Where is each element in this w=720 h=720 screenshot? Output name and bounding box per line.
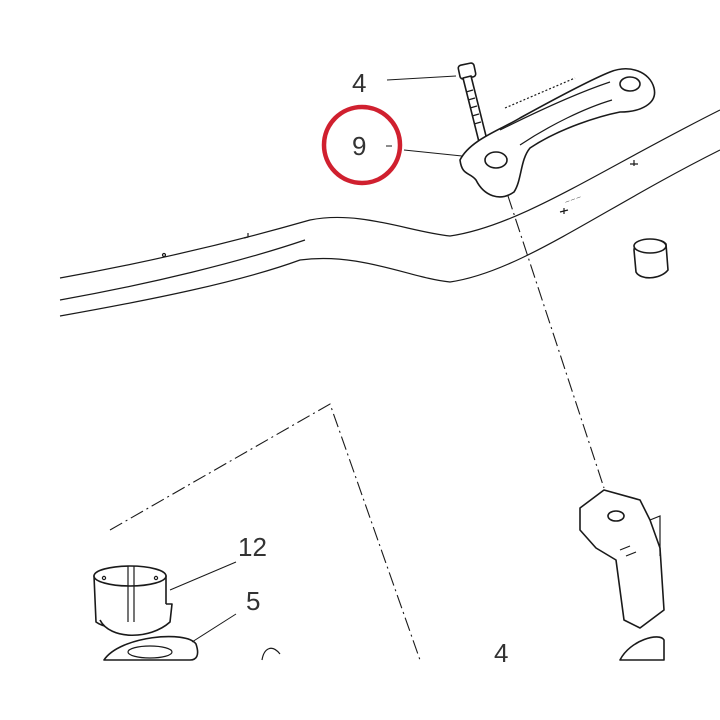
callout-clamp: 9 (352, 131, 366, 161)
leader-lines (169, 75, 463, 643)
washer-icon (103, 635, 199, 661)
callout-bolt-top: 4 (352, 68, 366, 98)
highlight-circle (321, 104, 403, 186)
partial-base-right (619, 636, 665, 661)
callout-cap-nut: 12 (238, 532, 267, 562)
partial-part (261, 647, 281, 661)
cap-right (633, 238, 669, 279)
handlebar-clamp-icon (459, 68, 656, 198)
riser-right (579, 489, 665, 629)
assembly-lines (109, 195, 605, 661)
cap-nut-icon (93, 565, 173, 637)
callout-washer: 5 (246, 586, 260, 616)
handlebar: ─ ─ ─ (59, 109, 720, 317)
callout-bolt-bottom: 4 (494, 638, 508, 668)
svg-text:─ ─ ─: ─ ─ ─ (564, 194, 583, 206)
